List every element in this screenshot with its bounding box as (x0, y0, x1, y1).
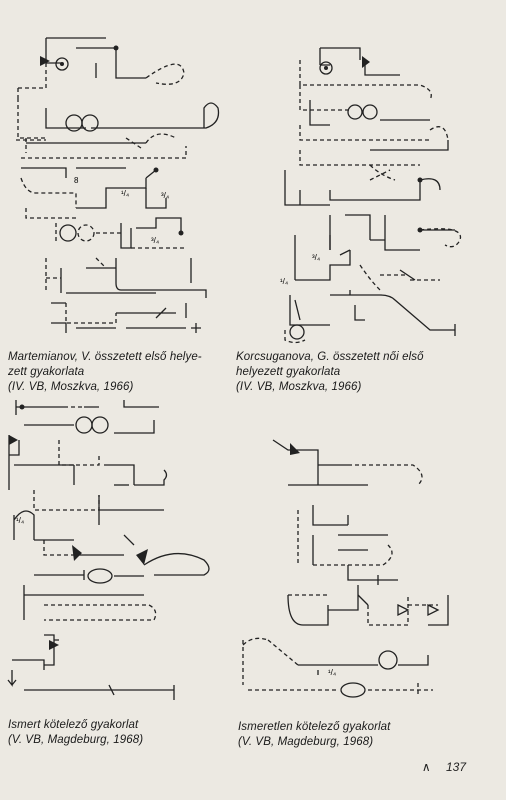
figure-4-caption-line-1: Ismeretlen kötelező gyakorlat (238, 721, 391, 733)
figure-4-caption: Ismeretlen kötelező gyakorlat (V. VB, Ma… (238, 720, 390, 750)
page-number-area: ∧ 137 (422, 760, 466, 774)
figure-1-caption: Martemianov, V. összetett első helye- ze… (8, 350, 202, 395)
fig4-mark-1: ¹/₄ (328, 668, 336, 677)
figure-2-caption: Korcsuganova, G. összetett női első hely… (236, 350, 424, 395)
figure-1-caption-line-2: zett gyakorlata (8, 366, 85, 378)
figure-4-caption-line-2: (V. VB, Magdeburg, 1968) (238, 736, 374, 748)
figure-3-caption-line-2: (V. VB, Magdeburg, 1968) (8, 734, 144, 746)
fig1-mark-3: ³/₄ (161, 191, 169, 200)
fig3-mark-1: ¹/₄ (16, 516, 24, 525)
figure-3-caption-line-1: Ismert kötelező gyakorlat (8, 719, 139, 731)
figure-3-caption: Ismert kötelező gyakorlat (V. VB, Magdeb… (8, 718, 143, 748)
figure-1-diagram: 8 ¹/₄ ³/₄ ³/₄ (16, 37, 220, 333)
fig2-mark-1: ³/₄ (312, 253, 320, 262)
figure-3-diagram: ¹/₄ (7, 400, 210, 700)
figure-2-caption-line-3: (IV. VB, Moszkva, 1966) (236, 381, 362, 393)
figure-1-caption-line-3: (IV. VB, Moszkva, 1966) (8, 381, 134, 393)
figure-2-caption-line-2: helyezett gyakorlata (236, 366, 341, 378)
page-corner-mark: ∧ (421, 760, 431, 774)
fig2-mark-2: ¹/₄ (280, 277, 288, 286)
figure-2-caption-line-1: Korcsuganova, G. összetett női első (236, 351, 424, 363)
figure-1-caption-line-1: Martemianov, V. összetett első helye- (8, 351, 202, 363)
fig1-mark-2: ¹/₄ (121, 189, 129, 198)
page-number: 137 (445, 760, 466, 774)
fig1-mark-1: 8 (74, 176, 79, 185)
figure-2-diagram: ³/₄ ¹/₄ (280, 47, 462, 344)
figure-4-diagram: ¹/₄ (242, 439, 449, 698)
fig1-mark-4: ³/₄ (151, 236, 159, 245)
